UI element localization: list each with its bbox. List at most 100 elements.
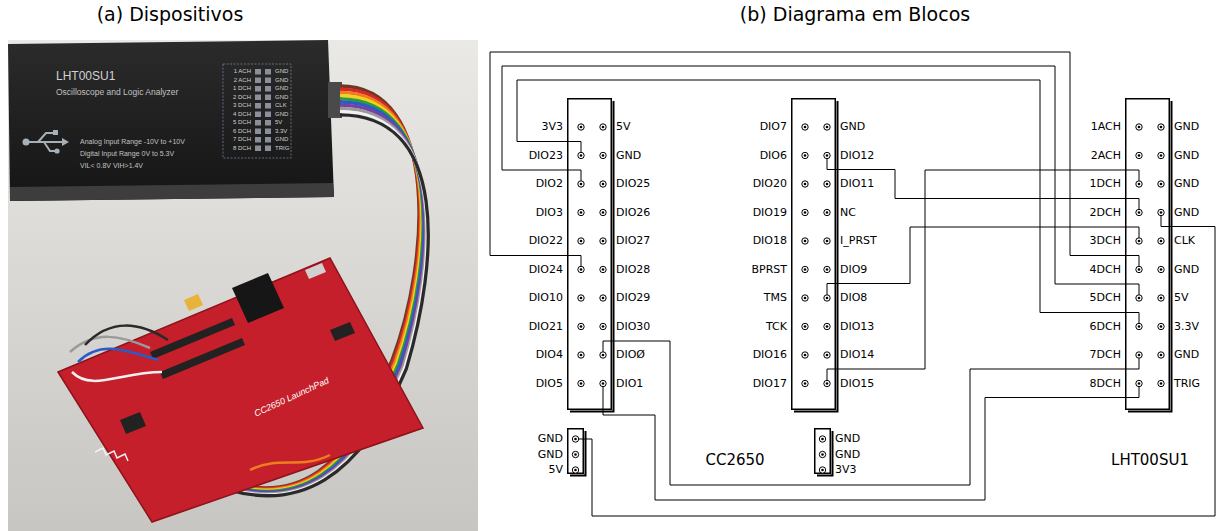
device-spec: Analog Input Range -10V to +10V bbox=[80, 138, 185, 146]
header-outline bbox=[791, 98, 840, 414]
pin-name: DIO6 bbox=[760, 149, 787, 163]
device-pin-name: 5V bbox=[275, 119, 282, 126]
pin-name: DIO17 bbox=[753, 377, 787, 391]
pin-name: 4DCH bbox=[1090, 263, 1121, 277]
pin-name: DIO16 bbox=[753, 348, 787, 362]
pin-dot bbox=[819, 451, 825, 457]
device-pin-name: GND bbox=[275, 94, 288, 101]
device-pin bbox=[255, 78, 261, 84]
device-pin bbox=[265, 129, 271, 135]
logic-analyzer bbox=[8, 40, 342, 201]
pin-dot bbox=[1136, 152, 1142, 158]
wire bbox=[827, 156, 1139, 213]
pin-dot bbox=[600, 238, 606, 244]
pin-dot bbox=[802, 295, 808, 301]
pin-name: NC bbox=[840, 206, 856, 220]
pin-name: GND bbox=[1174, 206, 1199, 220]
pin-name: GND bbox=[835, 432, 860, 446]
pin-name: 1DCH bbox=[1090, 177, 1121, 191]
pin-dot bbox=[824, 124, 830, 130]
pin-name: 3DCH bbox=[1090, 234, 1121, 248]
device-pin-name: 2 ACH bbox=[234, 77, 251, 84]
device-pin-name: GND bbox=[275, 68, 288, 75]
pin-dot bbox=[819, 436, 825, 442]
pin-dot bbox=[802, 124, 808, 130]
pin-name: DIO10 bbox=[529, 291, 563, 305]
pin-name: TRIG bbox=[1174, 377, 1200, 391]
header-outline bbox=[814, 428, 835, 478]
pin-name: DIO21 bbox=[529, 320, 563, 334]
device-pin-name: 3 DCH bbox=[233, 102, 251, 109]
pin-dot bbox=[824, 209, 830, 215]
pin-name: CLK bbox=[1174, 234, 1195, 248]
pin-name: 6DCH bbox=[1090, 320, 1121, 334]
pin-header: GNDGND3V3 bbox=[808, 428, 863, 474]
pin-name: DIO9 bbox=[840, 263, 867, 277]
wire bbox=[517, 80, 1139, 327]
wire bbox=[490, 52, 1139, 270]
pin-dot bbox=[578, 380, 584, 386]
pin-name: GND bbox=[1174, 348, 1199, 362]
pin-dot bbox=[1158, 181, 1164, 187]
pin-dot bbox=[572, 451, 578, 457]
pin-name: I_PRST bbox=[840, 234, 877, 248]
pin-name: DIOØ bbox=[616, 348, 645, 362]
pin-name: DIO1 bbox=[616, 377, 643, 391]
pin-dot bbox=[572, 436, 578, 442]
pin-dot bbox=[1136, 323, 1142, 329]
pin-name: DIO18 bbox=[753, 234, 787, 248]
device-pin bbox=[265, 112, 271, 118]
board-name: CC2650 bbox=[705, 452, 764, 469]
panel-title: (a) Dispositivos bbox=[97, 4, 244, 26]
device-pin-name: 8 DCH bbox=[233, 145, 251, 152]
pin-dot bbox=[600, 124, 606, 130]
pin-dot bbox=[1158, 266, 1164, 272]
wire bbox=[603, 384, 1139, 501]
pin-name: DIO12 bbox=[840, 149, 874, 163]
pin-name: DIO3 bbox=[536, 206, 563, 220]
device-pin bbox=[255, 112, 261, 118]
pin-header: 3V35VDIO23GNDDIO2DIO25DIO3DIO26DIO22DIO2… bbox=[526, 98, 653, 410]
pin-dot bbox=[578, 352, 584, 358]
pin-name: BPRST bbox=[751, 263, 787, 277]
panel-title: (b) Diagrama em Blocos bbox=[740, 4, 970, 26]
photo-ground bbox=[8, 40, 478, 531]
pin-dot bbox=[1136, 295, 1142, 301]
device-pin bbox=[265, 69, 271, 75]
pin-name: DIO23 bbox=[529, 149, 563, 163]
pin-dot bbox=[824, 266, 830, 272]
pin-dot bbox=[824, 380, 830, 386]
device-pin bbox=[265, 137, 271, 143]
device-pin-name: 1 DCH bbox=[233, 85, 251, 92]
device-subtitle: Oscilloscope and Logic Analyzer bbox=[56, 88, 178, 98]
pin-dot bbox=[600, 380, 606, 386]
device-pin bbox=[255, 129, 261, 135]
pin-name: TMS bbox=[764, 291, 787, 305]
device-pin bbox=[265, 86, 271, 92]
pin-dot bbox=[802, 323, 808, 329]
wire bbox=[827, 227, 1139, 298]
pin-dot bbox=[1136, 266, 1142, 272]
pin-dot bbox=[1136, 124, 1142, 130]
pin-dot bbox=[824, 181, 830, 187]
pin-name: 3V3 bbox=[835, 463, 857, 477]
pin-dot bbox=[819, 467, 825, 473]
pin-dot bbox=[802, 238, 808, 244]
device-pin-name: CLK bbox=[275, 102, 287, 109]
device-pin-name: GND bbox=[275, 85, 288, 92]
pin-name: 5V bbox=[1174, 291, 1189, 305]
pin-dot bbox=[1136, 181, 1142, 187]
device-pin-name: GND bbox=[275, 136, 288, 143]
pin-header: GNDGND5V bbox=[535, 428, 590, 474]
pin-name: DIO30 bbox=[616, 320, 650, 334]
pin-name: 8DCH bbox=[1090, 377, 1121, 391]
device-pin bbox=[255, 137, 261, 143]
header-outline bbox=[567, 428, 588, 478]
pin-name: GND bbox=[1174, 149, 1199, 163]
pin-name: 5DCH bbox=[1090, 291, 1121, 305]
pin-dot bbox=[1158, 352, 1164, 358]
pin-name: DIO22 bbox=[529, 234, 563, 248]
device-pin bbox=[255, 86, 261, 92]
pin-dot bbox=[600, 209, 606, 215]
wire bbox=[502, 66, 1139, 298]
